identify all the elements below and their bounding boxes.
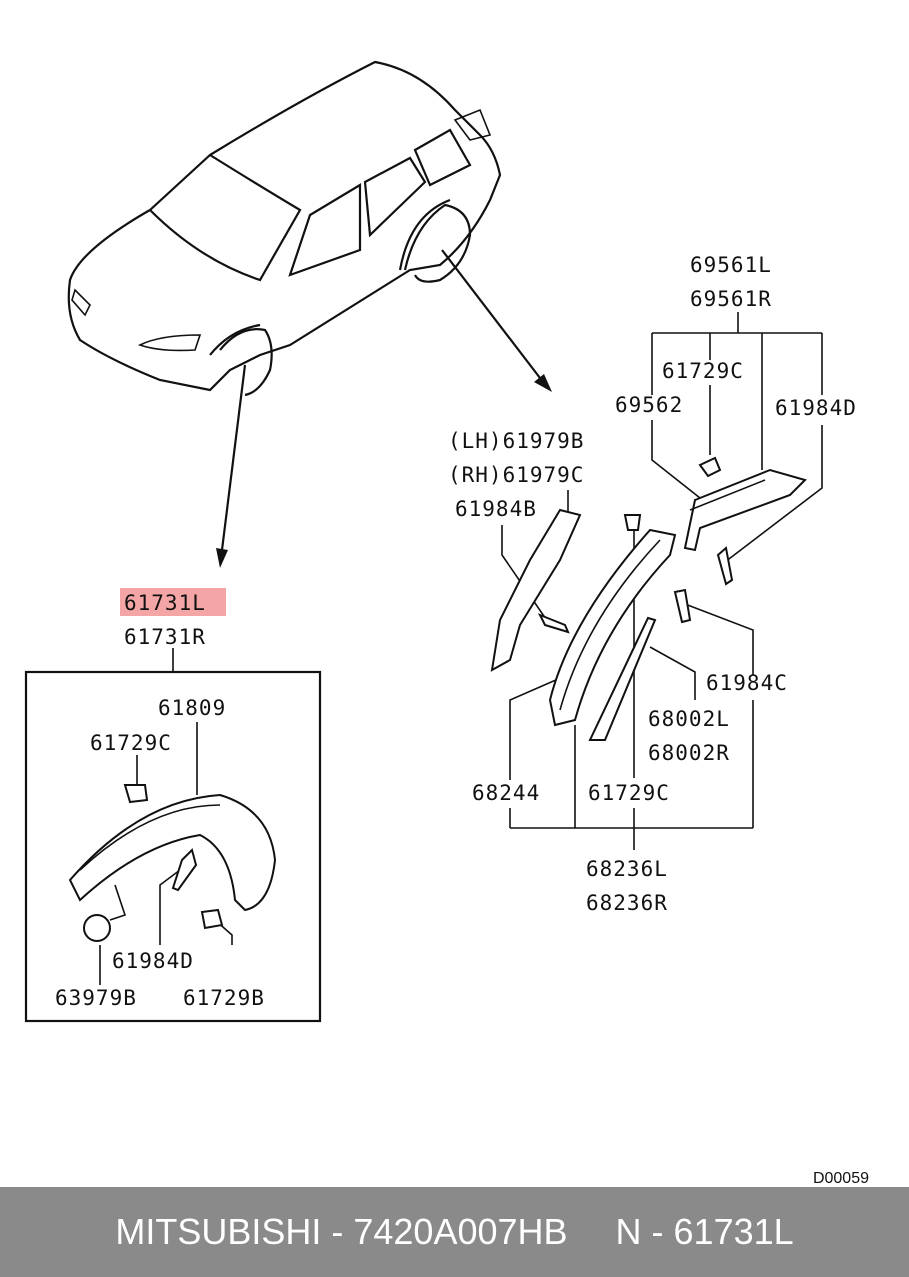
- diagram-code: D00059: [812, 1170, 869, 1187]
- label-61731R: 61731R: [124, 625, 206, 649]
- label-rh-61979C: (RH)61979C: [448, 463, 584, 487]
- label-69562: 69562: [615, 393, 683, 417]
- label-61984B: 61984B: [455, 497, 537, 521]
- parts-diagram: 69561L 69561R 61729C 69562 61984D (LH)61…: [24, 60, 857, 1023]
- label-68236R: 68236R: [586, 891, 668, 915]
- label-61809: 61809: [158, 696, 226, 720]
- footer-bar: MITSUBISHI - 7420A007HB N - 61731L: [0, 1187, 909, 1277]
- label-68002R: 68002R: [648, 741, 730, 765]
- label-61729C-left: 61729C: [90, 731, 172, 755]
- label-63979B: 63979B: [55, 986, 137, 1010]
- arrow-to-front-flare: [216, 364, 247, 568]
- car-illustration: [67, 60, 502, 397]
- label-61729B: 61729B: [183, 986, 265, 1010]
- arrow-to-rear-flare: [441, 249, 552, 392]
- front-flare-box: [24, 648, 322, 1023]
- label-61984D-left: 61984D: [112, 949, 194, 973]
- label-61984C: 61984C: [706, 671, 788, 695]
- label-68244: 68244: [472, 781, 540, 805]
- label-61731L: 61731L: [124, 591, 206, 615]
- footer-part: N - 61731L: [615, 1211, 794, 1252]
- label-68002L: 68002L: [648, 707, 730, 731]
- rear-flare-parts: [490, 456, 807, 741]
- label-69561R: 69561R: [690, 287, 772, 311]
- label-61729C-mid: 61729C: [588, 781, 670, 805]
- label-68236L: 68236L: [586, 857, 668, 881]
- label-lh-61979B: (LH)61979B: [448, 429, 584, 453]
- label-61984D-top: 61984D: [775, 396, 857, 420]
- footer-brand: MITSUBISHI - 7420A007HB: [115, 1211, 568, 1252]
- highlight-61731L: [120, 588, 226, 616]
- label-61729C-top: 61729C: [662, 359, 744, 383]
- label-69561L: 69561L: [690, 253, 772, 277]
